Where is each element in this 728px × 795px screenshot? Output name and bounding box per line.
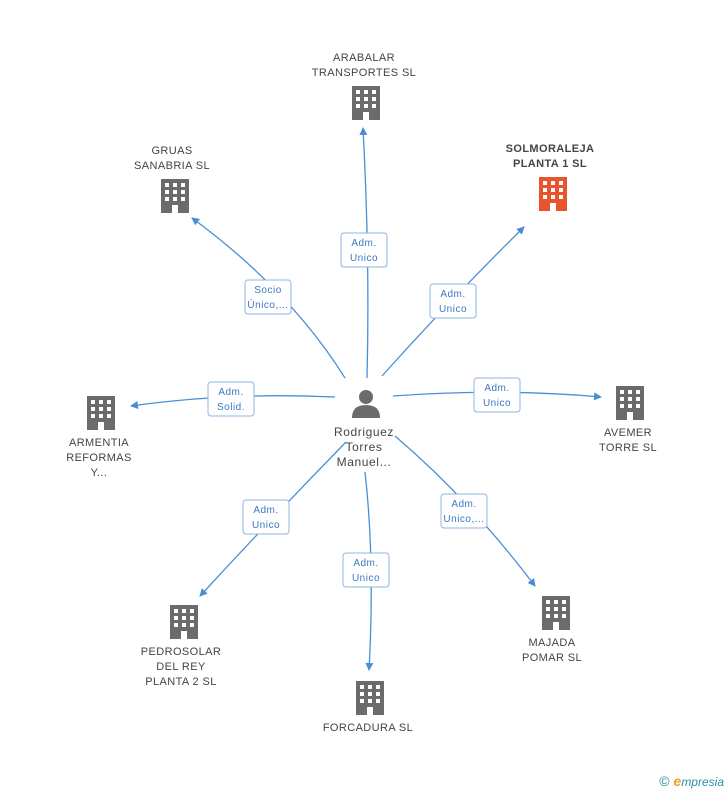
company-name-majada[interactable]: MAJADA [528,637,575,649]
relation-label-line: Adm. [353,558,378,569]
person-name[interactable]: Torres [346,440,383,454]
building-icon[interactable] [352,86,380,120]
relation-label-line: Unico [352,573,380,584]
relation-label-forcadura[interactable]: Adm. Unico [342,552,390,588]
company-name-avemer[interactable]: TORRE SL [599,442,657,454]
building-icon[interactable] [356,681,384,715]
building-icon[interactable] [87,396,115,430]
company-name-pedrosolar[interactable]: DEL REY [156,661,206,673]
building-icon[interactable] [161,179,189,213]
relation-label-line: Adm. [484,383,509,394]
company-name-gruas[interactable]: GRUAS [151,145,192,157]
relation-label-line: Solid. [217,402,245,413]
company-name-gruas[interactable]: SANABRIA SL [134,160,210,172]
company-name-forcadura[interactable]: FORCADURA SL [323,722,413,734]
relation-label-line: Unico [439,304,467,315]
relation-label-line: Único,... [247,298,288,311]
building-icon[interactable] [539,177,567,211]
person-name[interactable]: Manuel... [337,455,392,469]
relation-label-solmoraleja[interactable]: Adm. Unico [429,283,477,319]
relation-label-majada[interactable]: Adm. Unico,... [440,493,488,529]
relation-label-line: Socio [254,285,282,296]
building-icon[interactable] [170,605,198,639]
company-name-arabalar[interactable]: ARABALAR [333,52,395,64]
company-name-armentia[interactable]: Y... [91,467,108,479]
relation-label-line: Adm. [451,499,476,510]
relation-label-box [429,283,477,319]
company-name-pedrosolar[interactable]: PEDROSOLAR [141,646,221,658]
building-icon[interactable] [542,596,570,630]
relation-label-line: Unico [483,398,511,409]
company-name-pedrosolar[interactable]: PLANTA 2 SL [145,676,216,688]
copyright-symbol: © [659,773,670,789]
relation-label-line: Adm. [351,238,376,249]
company-name-majada[interactable]: POMAR SL [522,652,582,664]
relation-label-line: Adm. [218,387,243,398]
relation-label-box [440,493,488,529]
relation-label-line: Adm. [253,505,278,516]
relation-label-box [340,232,388,268]
relation-label-box [342,552,390,588]
relation-label-arabalar[interactable]: Adm. Unico [340,232,388,268]
relation-label-line: Adm. [440,289,465,300]
building-icon[interactable] [616,386,644,420]
relation-label-box [207,381,255,417]
relation-label-box [473,377,521,413]
relation-label-line: Unico [350,253,378,264]
relation-label-line: Unico [252,520,280,531]
footer-brand: © empresia [659,773,724,789]
company-name-arabalar[interactable]: TRANSPORTES SL [312,67,416,79]
relation-label-box [244,279,292,315]
company-name-solmoraleja[interactable]: SOLMORALEJA [506,143,595,155]
relation-label-line: Unico,... [443,514,484,525]
person-name[interactable]: Rodriguez [334,425,394,439]
relation-label-armentia[interactable]: Adm. Solid. [207,381,255,417]
relation-label-box [242,499,290,535]
company-name-armentia[interactable]: REFORMAS [66,452,132,464]
company-name-armentia[interactable]: ARMENTIA [69,437,129,449]
person-icon[interactable] [352,390,380,418]
company-name-solmoraleja[interactable]: PLANTA 1 SL [513,158,587,170]
relation-label-pedrosolar[interactable]: Adm. Unico [242,499,290,535]
relation-label-gruas[interactable]: SocioÚnico,... [244,279,292,315]
relation-label-avemer[interactable]: Adm. Unico [473,377,521,413]
brand-logo: empresia [673,773,724,789]
company-name-avemer[interactable]: AVEMER [604,427,652,439]
